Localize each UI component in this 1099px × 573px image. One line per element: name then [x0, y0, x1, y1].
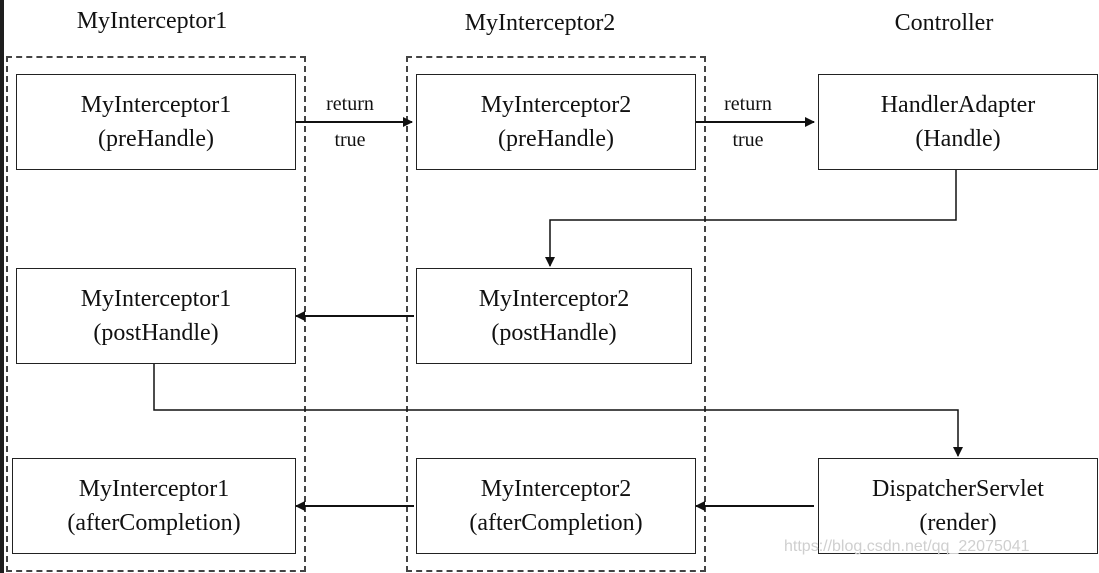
group-interceptor1 — [6, 56, 306, 572]
node-handler-adapter: HandlerAdapter (Handle) — [818, 74, 1098, 170]
node-method: (Handle) — [915, 126, 1001, 152]
node-dispatcher-servlet-render: DispatcherServlet (render) — [818, 458, 1098, 554]
node-method: (preHandle) — [498, 126, 614, 152]
node-interceptor1-aftercompletion: MyInterceptor1 (afterCompletion) — [12, 458, 296, 554]
column-title-interceptor2: MyInterceptor2 — [464, 10, 616, 36]
edge-label-line: true — [334, 129, 366, 151]
node-interceptor2-prehandle: MyInterceptor2 (preHandle) — [416, 74, 696, 170]
group-interceptor2 — [406, 56, 706, 572]
edge-label-pre1-pre2: return true — [326, 86, 374, 158]
node-method: (postHandle) — [491, 320, 617, 346]
node-method: (render) — [919, 510, 997, 536]
arrow-handle-to-post2 — [545, 170, 957, 267]
node-title: MyInterceptor2 — [480, 92, 632, 118]
node-title: MyInterceptor2 — [478, 286, 630, 312]
node-interceptor2-aftercompletion: MyInterceptor2 (afterCompletion) — [416, 458, 696, 554]
node-method: (afterCompletion) — [469, 510, 643, 536]
edge-label-pre2-handle: return true — [724, 86, 772, 158]
node-interceptor2-posthandle: MyInterceptor2 (postHandle) — [416, 268, 692, 364]
column-title-interceptor1: MyInterceptor1 — [76, 8, 228, 34]
arrow-post1-to-render — [153, 364, 963, 457]
node-title: MyInterceptor1 — [80, 92, 232, 118]
node-interceptor1-prehandle: MyInterceptor1 (preHandle) — [16, 74, 296, 170]
watermark: https://blog.csdn.net/qq_22075041 — [784, 538, 1030, 555]
node-method: (postHandle) — [93, 320, 219, 346]
node-method: (afterCompletion) — [67, 510, 241, 536]
connectors — [153, 117, 963, 511]
node-title: HandlerAdapter — [880, 92, 1036, 118]
node-title: DispatcherServlet — [872, 476, 1044, 502]
node-title: MyInterceptor1 — [80, 286, 232, 312]
edge-label-line: return — [326, 93, 374, 115]
node-interceptor1-posthandle: MyInterceptor1 (postHandle) — [16, 268, 296, 364]
node-title: MyInterceptor2 — [480, 476, 632, 502]
node-method: (preHandle) — [98, 126, 214, 152]
edge-label-line: true — [732, 129, 764, 151]
diagram-canvas: MyInterceptor1 MyInterceptor2 Controller… — [4, 0, 1099, 573]
edge-label-line: return — [724, 93, 772, 115]
node-title: MyInterceptor1 — [78, 476, 230, 502]
column-title-controller: Controller — [894, 10, 994, 36]
